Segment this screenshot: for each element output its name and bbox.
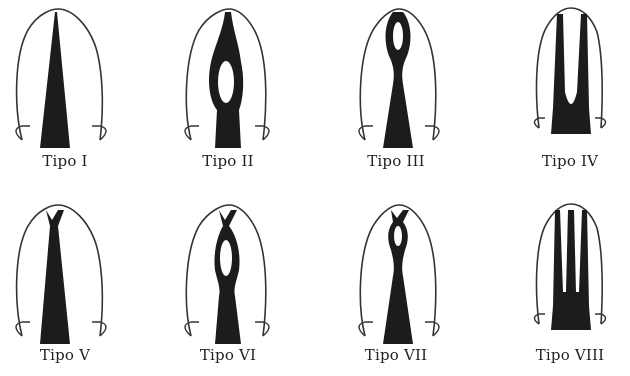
type-7-label: Tipo VII [331, 346, 461, 364]
type-4-label: Tipo IV [505, 152, 630, 170]
type-8-cell: Tipo VIII [505, 196, 630, 376]
type-4-cell: Tipo IV [505, 0, 630, 180]
type-8-label: Tipo VIII [505, 346, 630, 364]
type-3-cell: Tipo III [331, 0, 461, 180]
type-6-label: Tipo VI [163, 346, 293, 364]
type-5-label: Tipo V [0, 346, 130, 364]
type-5-cell: Tipo V [0, 196, 130, 376]
type-1-cell: Tipo I [0, 0, 130, 180]
type-7-cell: Tipo VII [331, 196, 461, 376]
type-6-cell: Tipo VI [163, 196, 293, 376]
type-1-label: Tipo I [0, 152, 130, 170]
type-2-cell: Tipo II [163, 0, 293, 180]
type-2-label: Tipo II [163, 152, 293, 170]
type-3-label: Tipo III [331, 152, 461, 170]
